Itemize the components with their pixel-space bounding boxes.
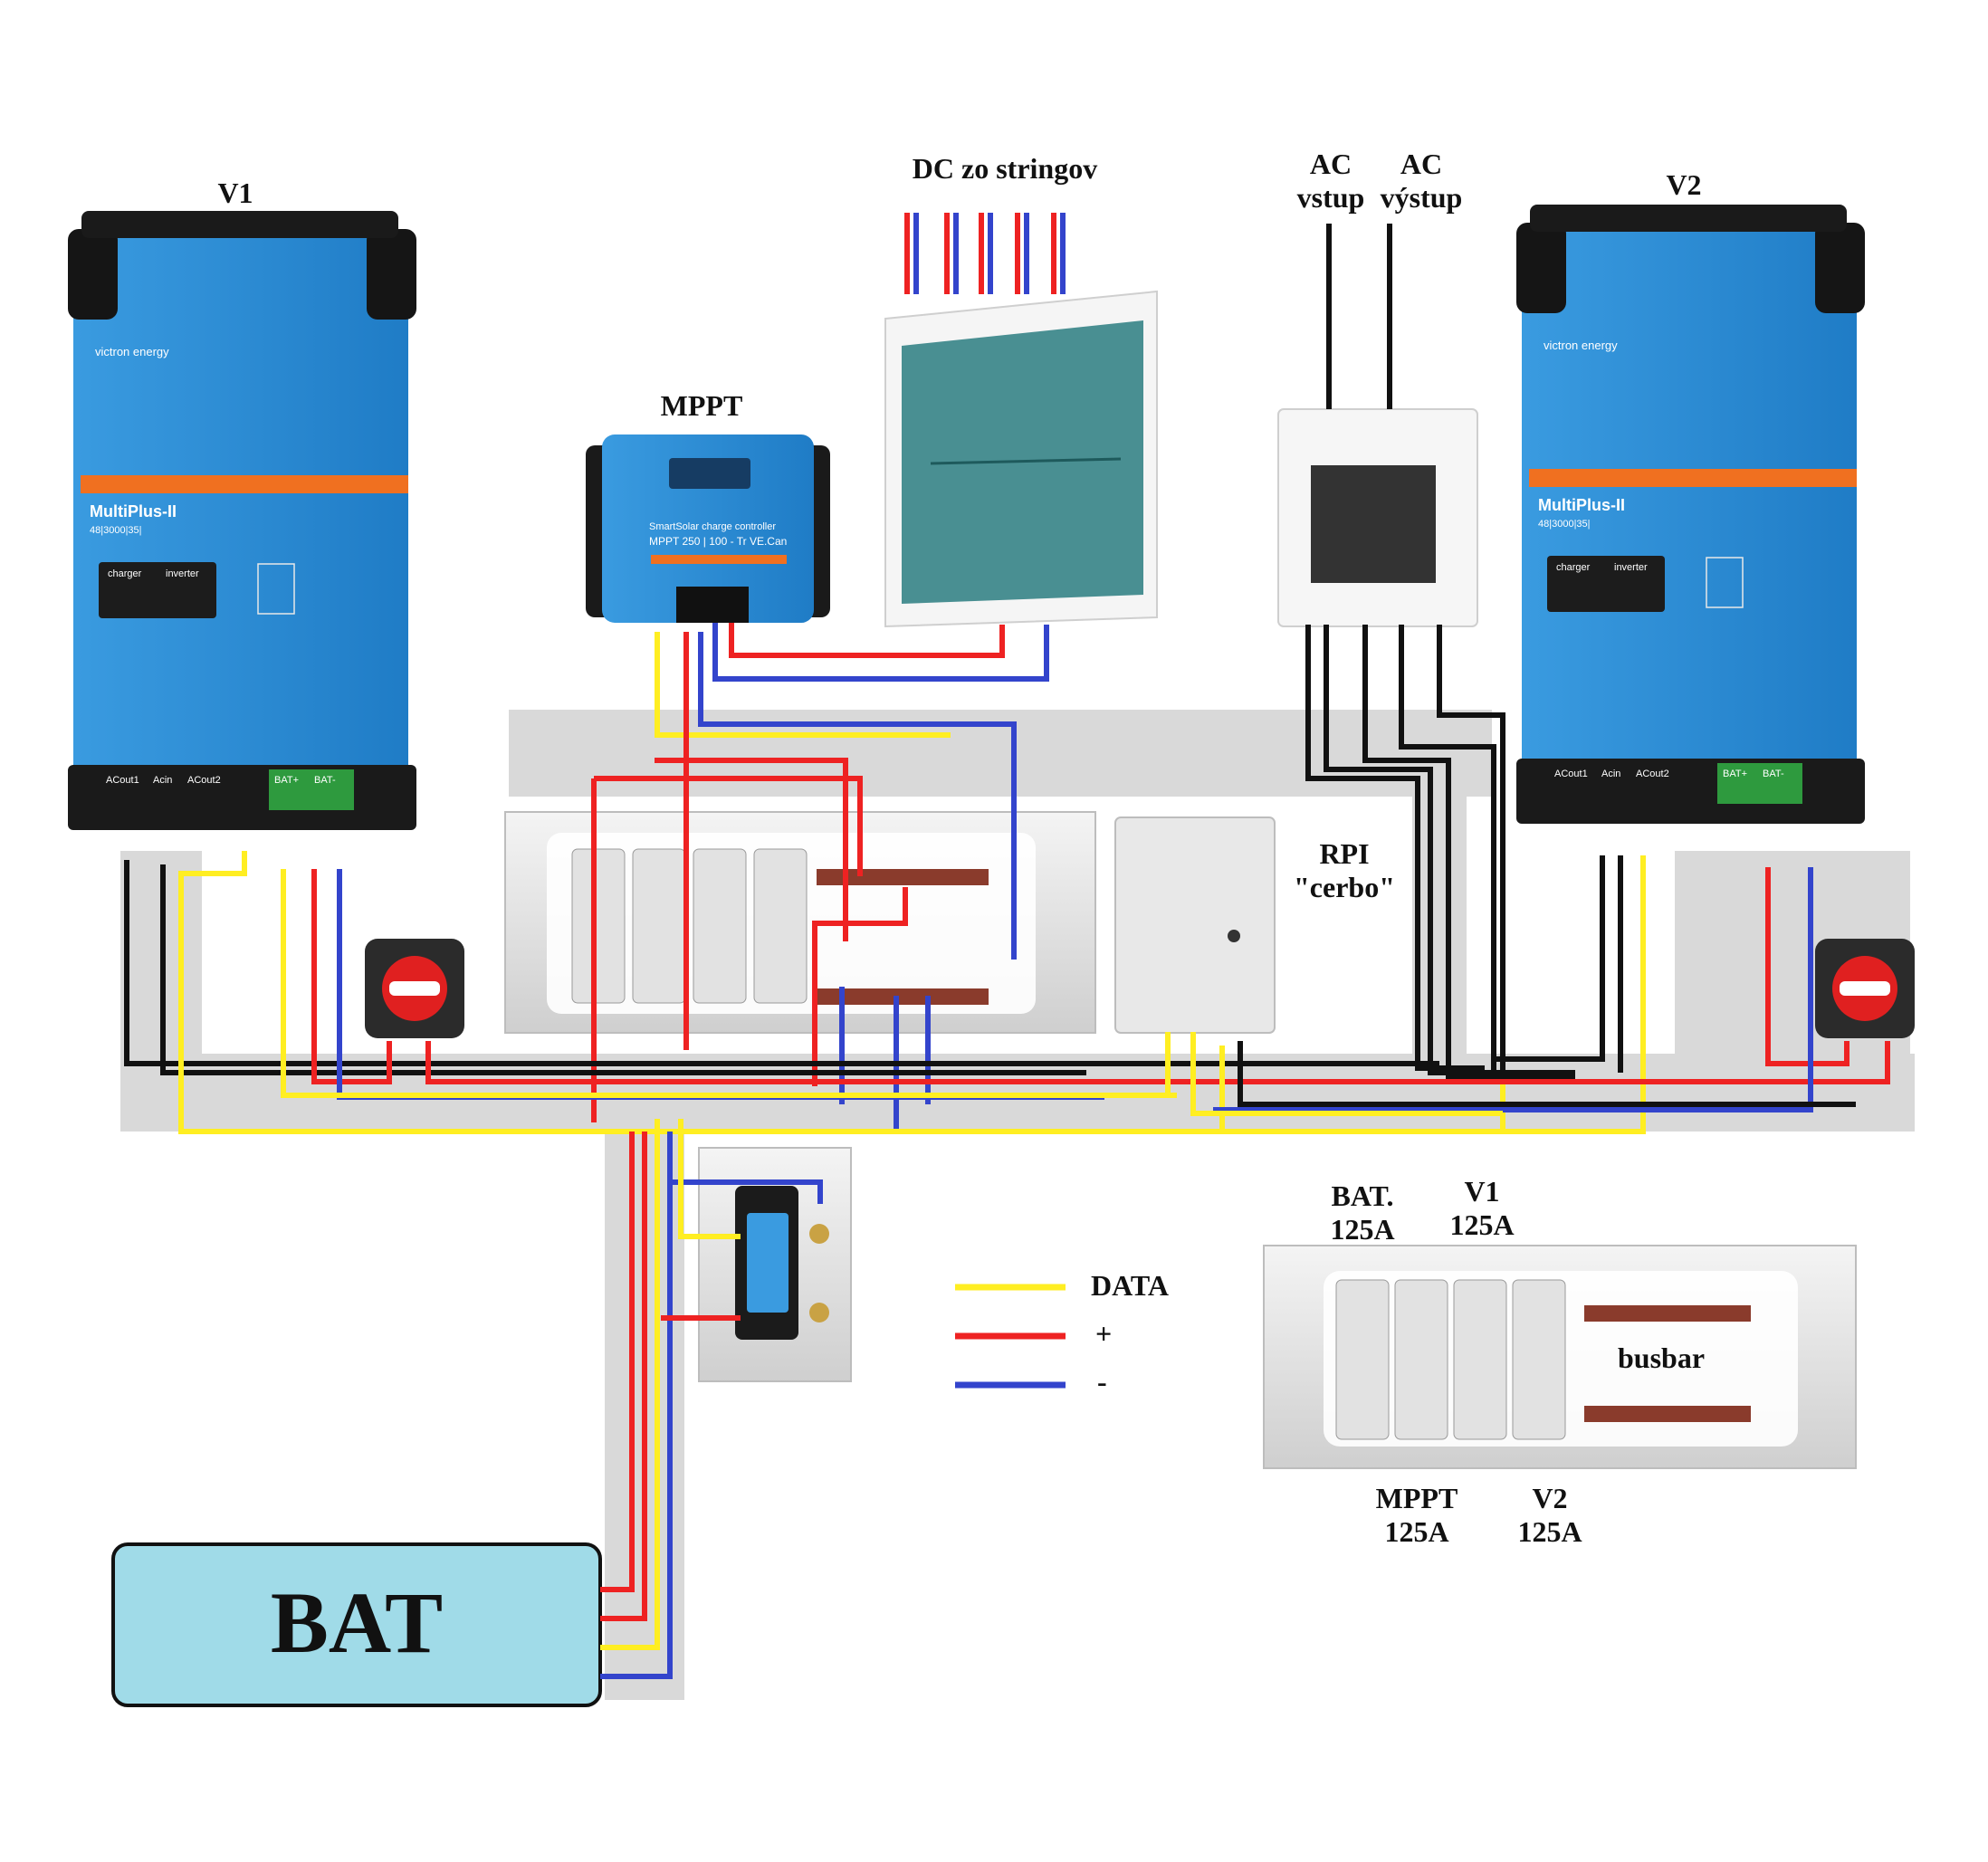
legend-label-plus: + xyxy=(1095,1317,1113,1350)
dc-string-box xyxy=(884,290,1158,628)
bat-terminal-block xyxy=(269,769,354,810)
label-dc-strings: DC zo stringov xyxy=(912,152,1098,185)
mppt-body xyxy=(602,434,814,623)
rpi-box xyxy=(1114,816,1276,1034)
label-v2: V2 xyxy=(1666,168,1702,201)
svg-text:SmartSolar charge controller: SmartSolar charge controller xyxy=(649,521,776,532)
ac-box-window xyxy=(1311,465,1436,583)
legend xyxy=(955,1284,1066,1389)
svg-text:victron energy: victron energy xyxy=(1544,339,1618,352)
fuse-4 xyxy=(753,848,808,1004)
wires xyxy=(124,213,1890,1679)
fuse-2 xyxy=(632,848,686,1004)
svg-text:inverter: inverter xyxy=(1614,562,1648,573)
battery-switch-v2 xyxy=(1815,939,1915,1038)
label-ac-in: AC vstup xyxy=(1296,148,1365,214)
svg-text:inverter: inverter xyxy=(166,568,199,579)
svg-text:48|3000|35|: 48|3000|35| xyxy=(1538,519,1591,530)
fuse-detail-panel xyxy=(1263,1245,1857,1469)
label-rpi: RPI "cerbo" xyxy=(1294,837,1395,903)
bracket-left xyxy=(68,229,118,320)
busbar-label: busbar xyxy=(1617,1342,1706,1374)
fuse-panel xyxy=(504,811,1096,1034)
mppt-controller: SmartSolar charge controller MPPT 250 | … xyxy=(586,434,830,623)
fuse-1 xyxy=(571,848,626,1004)
label-battery: BAT xyxy=(270,1574,444,1671)
label-ac-out: AC výstup xyxy=(1380,148,1463,214)
legend-label-data: DATA xyxy=(1091,1269,1169,1302)
shunt-box xyxy=(698,1147,852,1382)
svg-text:ACout1: ACout1 xyxy=(106,775,139,786)
orange-stripe xyxy=(81,475,408,493)
svg-text:MPPT 250 | 100 - Tr VE.Can: MPPT 250 | 100 - Tr VE.Can xyxy=(649,535,787,548)
fuse-label-bat: BAT.125A xyxy=(1330,1179,1395,1246)
model-text: MultiPlus-II xyxy=(90,502,177,520)
svg-text:Acin: Acin xyxy=(153,775,172,786)
svg-text:BAT-: BAT- xyxy=(314,775,336,786)
ac-box xyxy=(1277,408,1478,627)
busbar-positive xyxy=(817,869,989,885)
inverter-v2: victron energy MultiPlus-II 48|3000|35| … xyxy=(1516,205,1865,824)
svg-text:BAT+: BAT+ xyxy=(1723,769,1747,779)
svg-text:Acin: Acin xyxy=(1601,769,1620,779)
fuse-3 xyxy=(693,848,747,1004)
svg-text:BAT-: BAT- xyxy=(1763,769,1784,779)
bracket-right xyxy=(367,229,416,320)
svg-text:ACout2: ACout2 xyxy=(187,775,221,786)
fuse-row xyxy=(571,848,808,1004)
battery-switch-v1 xyxy=(365,939,464,1038)
svg-text:BAT+: BAT+ xyxy=(274,775,299,786)
svg-text:ACout1: ACout1 xyxy=(1554,769,1588,779)
dc-string-wires xyxy=(904,213,1066,294)
svg-text:charger: charger xyxy=(108,568,142,579)
status-panel xyxy=(99,562,216,618)
label-v1: V1 xyxy=(217,177,253,209)
inverter-body xyxy=(73,238,408,790)
busbar-negative xyxy=(817,988,989,1005)
inverter-v1: victron energy MultiPlus-II 48|3000|35| … xyxy=(68,211,416,830)
brand-text: victron energy xyxy=(95,345,169,358)
svg-text:charger: charger xyxy=(1556,562,1591,573)
shunt-body xyxy=(747,1213,789,1313)
svg-text:MultiPlus-II: MultiPlus-II xyxy=(1538,496,1625,514)
svg-text:ACout2: ACout2 xyxy=(1636,769,1669,779)
legend-label-minus: - xyxy=(1097,1365,1107,1398)
battery-box xyxy=(111,1542,602,1707)
svg-text:48|3000|35|: 48|3000|35| xyxy=(90,525,142,536)
label-mppt: MPPT xyxy=(660,389,743,422)
inverter-body xyxy=(1522,232,1857,784)
